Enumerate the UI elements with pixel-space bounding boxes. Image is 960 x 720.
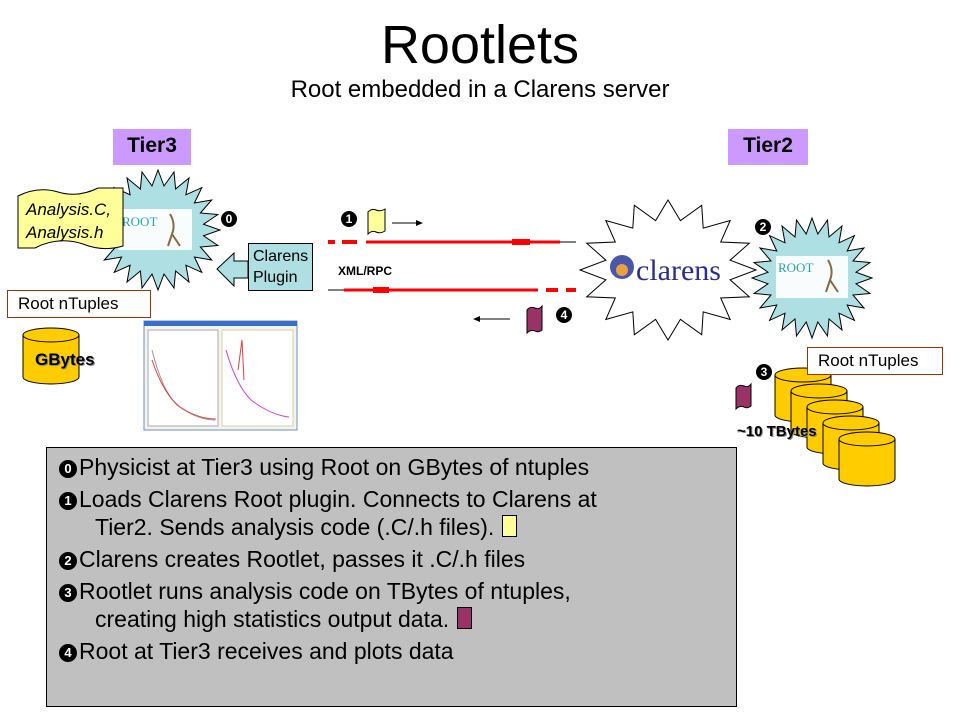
xml-rpc-link-send [328,239,576,245]
step-marker: 1 [59,492,77,510]
step-marker-1: 1 [341,211,357,227]
plugin-arrow-icon [216,251,249,288]
tier3-label: Tier3 [113,129,191,165]
page-title: Rootlets [380,15,580,75]
gbytes-cylinder-icon [22,327,80,385]
clarens-logo-text: clarens [636,254,721,287]
data-token-icon [526,304,543,335]
step-line: Tier2. Sends analysis code (.C/.h files)… [59,513,736,541]
code-files: Analysis.C, Analysis.h [26,198,111,244]
xml-rpc-label: XML/RPC [338,264,392,278]
step-line: creating high statistics output data. [59,605,736,633]
send-arrow-icon [392,220,423,226]
tbytes-label: ~10 TBytes [737,423,817,440]
code-file-h: Analysis.h [26,223,104,242]
step-text: Loads Clarens Root plugin. Connects to C… [79,486,597,512]
step-text: Tier2. Sends analysis code (.C/.h files)… [95,514,495,540]
step-text: Physicist at Tier3 using Root on GBytes … [79,454,590,480]
step-marker-0: 0 [221,211,237,227]
root-ntuples-label-tier3: Root nTuples [7,290,151,318]
data-token-icon [735,382,752,411]
plugin-label-line2: Plugin [253,269,298,286]
clarens-starburst [578,199,758,341]
step-marker-4: 4 [556,307,572,323]
tier2-label: Tier2 [728,129,808,165]
step-marker: 2 [59,552,77,570]
code-file-c: Analysis.C, [26,200,112,219]
page-subtitle: Root embedded in a Clarens server [290,76,670,103]
step-marker-3: 3 [756,364,772,380]
root-logo-text: ROOT [122,214,157,229]
code-file-scroll [17,187,124,250]
xml-rpc-link-return [328,287,576,293]
root-logo-text: ROOT [778,260,813,275]
root-logo-tier3 [118,209,192,250]
plugin-label-line1: Clarens [253,248,309,265]
root-plot-window [143,320,298,431]
step-text: Root at Tier3 receives and plots data [79,638,454,664]
step-marker-2: 2 [755,219,771,235]
gbytes-label: GBytes [35,350,95,369]
step-marker: 3 [59,584,77,602]
return-arrow-icon [473,316,510,322]
data-token-icon [457,607,473,629]
root-figure-icon [167,213,181,247]
step-text: creating high statistics output data. [95,606,450,632]
root-figure-icon [825,259,839,293]
root-logo-tier2 [776,256,848,298]
step-marker: 4 [59,644,77,662]
clarens-plugin-box: Clarens Plugin [248,243,314,291]
code-token-icon [367,208,386,236]
code-token-icon [502,515,518,537]
step-marker: 0 [59,460,77,478]
step-text: Clarens creates Rootlet, passes it .C/.h… [79,546,526,572]
root-ntuples-label-tier2: Root nTuples [807,347,943,375]
tbytes-cylinders-icon [774,367,896,487]
step-text: Rootlet runs analysis code on TBytes of … [79,578,571,604]
